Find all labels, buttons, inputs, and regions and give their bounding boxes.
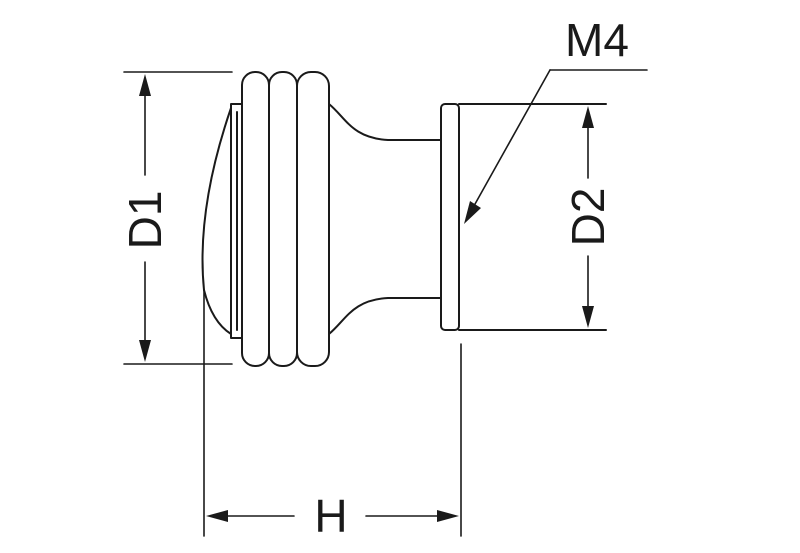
- knob-base-flange: [440, 103, 460, 331]
- dimension-d1: D1: [119, 71, 233, 365]
- knob-face-rim: [230, 103, 243, 339]
- knob-outline: [201, 71, 607, 367]
- knob-ring-1: [241, 71, 270, 367]
- d1-label: D1: [119, 191, 171, 250]
- callout-m4: M4: [464, 14, 648, 224]
- h-label: H: [314, 490, 347, 542]
- knob-dome-lower: [203, 289, 232, 335]
- d2-label: D2: [562, 188, 614, 247]
- knob-neck-top: [328, 103, 442, 141]
- knob-neck-bottom: [328, 297, 442, 335]
- m4-label: M4: [565, 14, 629, 66]
- knob-ring-2: [268, 71, 298, 367]
- dimension-d2: D2: [562, 106, 614, 328]
- dimension-h: H: [203, 289, 462, 542]
- knob-dome: [201, 107, 232, 291]
- knob-ring-3: [296, 71, 330, 367]
